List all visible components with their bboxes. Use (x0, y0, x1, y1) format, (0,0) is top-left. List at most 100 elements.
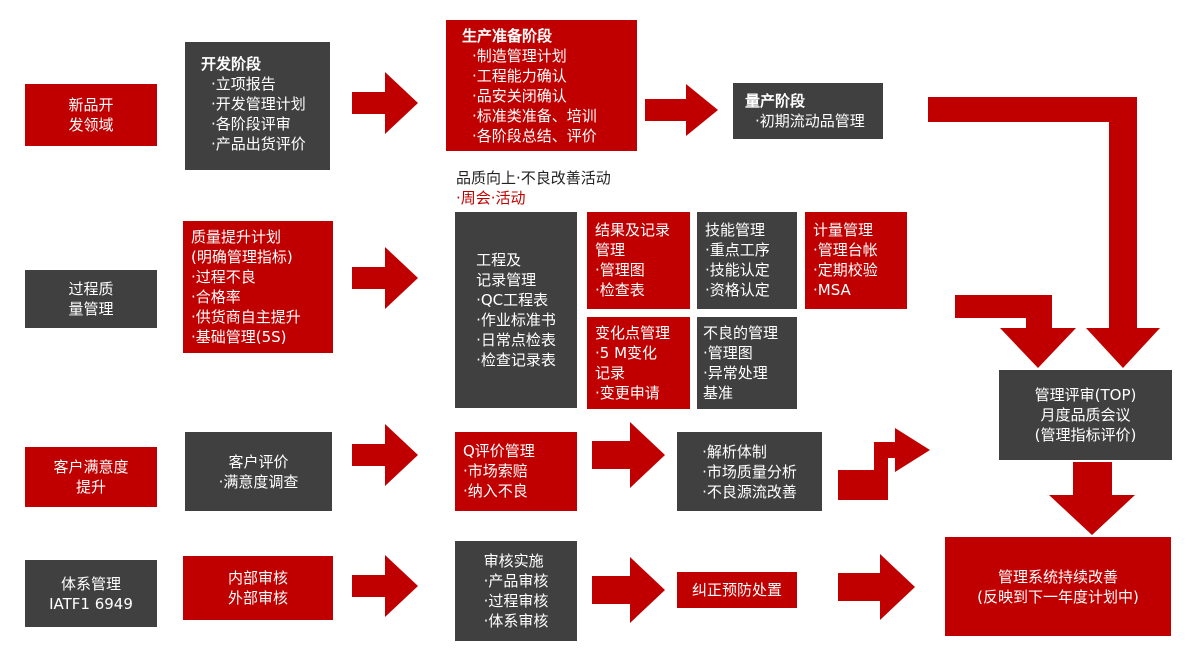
arrow-elbow-to-review (928, 97, 1160, 368)
text-line: ·日常点检表 (476, 331, 556, 349)
text-line: ·产品出货评价 (211, 135, 306, 153)
text-line: 审核实施 (483, 552, 544, 570)
arrow-plan-to-record (352, 247, 418, 309)
arrow-audit-to-impl (352, 555, 418, 617)
result-record-box: 结果及记录管理·管理图·检查表 (587, 212, 690, 309)
customer-eval-box: 客户评价·满意度调查 (185, 432, 332, 511)
text-line: ·管理图 (595, 261, 645, 279)
audit-box: 内部审核外部审核 (183, 556, 333, 620)
row-label-customer: 客户满意度提升 (25, 447, 157, 507)
audit-impl-box: 审核实施·产品审核·过程审核·体系审核 (455, 541, 577, 641)
text-line: 内部审核 (227, 569, 288, 587)
continuous-lines: 管理系统持续改善(反映到下一年度计划中) (977, 567, 1139, 607)
row-label-text: 新品开发领域 (68, 95, 113, 135)
text-line: ·市场索赔 (463, 462, 528, 480)
correction-text: 纠正预防处置 (691, 581, 782, 599)
result-record-lines: 结果及记录管理·管理图·检查表 (595, 220, 682, 300)
text-line: ·满意度调查 (218, 472, 299, 491)
change-point-lines: 变化点管理·5 M变化记录·变更申请 (595, 323, 682, 403)
arrow-cust-to-q (352, 424, 418, 486)
customer-eval-lines: 客户评价·满意度调查 (219, 452, 299, 492)
text-line: (明确管理指标) (191, 248, 293, 266)
text-line: 新品开 (68, 96, 114, 114)
analysis-box: ·解析体制·市场质量分析·不良源流改善 (677, 432, 822, 511)
text-line: ·基础管理(5S) (191, 328, 287, 346)
text-line: ·体系审核 (483, 612, 549, 630)
text-line: 记录 (595, 364, 626, 382)
text-line: ·作业标准书 (476, 311, 556, 329)
mass-stage-items: ·初期流动品管理 (745, 111, 875, 131)
text-line: 记录管理 (476, 271, 537, 289)
quality-note-title: 品质向上·不良改善活动 (456, 169, 611, 187)
text-line: 管理评审(TOP) (1034, 386, 1137, 404)
analysis-lines: ·解析体制·市场质量分析·不良源流改善 (702, 442, 797, 502)
dev-stage-title: 开发阶段 (201, 55, 262, 73)
arrow-prep-to-mass (645, 84, 718, 136)
q-eval-box: Q评价管理·市场索赔·纳入不良 (455, 432, 577, 511)
text-line: ·初期流动品管理 (755, 112, 865, 130)
text-line: ·过程不良 (191, 268, 256, 286)
quality-plan-lines: 质量提升计划 (明确管理指标) ·过程不良 ·合格率 ·供货商自主提升 ·基础管理(5S) (191, 227, 325, 347)
row-label-new-product: 新品开发领域 (25, 84, 157, 146)
text-line: ·重点工序 (705, 241, 770, 259)
arrow-correct-to-improve (838, 554, 915, 620)
text-line: ·解析体制 (702, 442, 767, 461)
defect-mgmt-box: 不良的管理·管理图·异常处理基准 (697, 317, 797, 409)
text-line: ·合格率 (191, 288, 241, 306)
text-line: 体系管理 (60, 574, 121, 593)
mgmt-review-box: 管理评审(TOP)月度品质会议(管理指标评价) (999, 370, 1172, 460)
continuous-improve-box: 管理系统持续改善(反映到下一年度计划中) (945, 537, 1171, 636)
measure-mgmt-lines: 计量管理·管理台帐·定期校验·MSA (813, 220, 899, 300)
text-line: 客户评价 (228, 452, 289, 471)
text-line: ·各阶段总结、评价 (472, 127, 597, 145)
correction-box: 纠正预防处置 (677, 572, 797, 608)
eng-record-lines: 工程及记录管理·QC工程表·作业标准书·日常点检表·检查记录表 (476, 250, 556, 370)
text-line: 管理 (595, 241, 626, 259)
mgmt-review-lines: 管理评审(TOP)月度品质会议(管理指标评价) (1035, 385, 1137, 445)
audit-lines: 内部审核外部审核 (228, 568, 288, 608)
text-line: 质量提升计划 (191, 228, 282, 246)
text-line: 不良的管理 (703, 324, 779, 342)
text-line: ·供货商自主提升 (191, 308, 301, 326)
row-label-text: 客户满意度提升 (53, 457, 128, 497)
text-line: 发领域 (68, 116, 114, 134)
quality-note-activity: ·周会·活动 (456, 189, 526, 207)
prep-stage-box: 生产准备阶段 ·制造管理计划·工程能力确认·品安关闭确认·标准类准备、培训·各阶… (446, 20, 637, 151)
text-line: ·检查记录表 (476, 351, 556, 369)
q-eval-lines: Q评价管理·市场索赔·纳入不良 (463, 441, 569, 501)
mass-stage-title: 量产阶段 (745, 92, 806, 110)
text-line: ·开发管理计划 (211, 95, 306, 113)
prep-stage-title: 生产准备阶段 (462, 27, 553, 45)
text-line: ·资格认定 (705, 281, 770, 299)
text-line: ·立项报告 (211, 75, 276, 93)
mass-stage-box: 量产阶段 ·初期流动品管理 (733, 83, 883, 139)
prep-stage-items: ·制造管理计划·工程能力确认·品安关闭确认·标准类准备、培训·各阶段总结、评价 (462, 46, 629, 146)
text-line: 外部审核 (227, 589, 288, 607)
text-line: ·管理台帐 (813, 241, 878, 259)
text-line: IATF1 6949 (49, 594, 133, 613)
audit-impl-lines: 审核实施·产品审核·过程审核·体系审核 (484, 551, 549, 631)
text-line: 计量管理 (813, 221, 874, 239)
text-line: (管理指标评价) (1034, 426, 1137, 444)
text-line: (反映到下一年度计划中) (977, 587, 1139, 606)
text-line: ·品安关闭确认 (472, 87, 567, 105)
row-label-process: 过程质量管理 (25, 270, 157, 328)
text-line: 量管理 (68, 300, 114, 318)
measure-mgmt-box: 计量管理·管理台帐·定期校验·MSA (805, 212, 907, 309)
text-line: ·工程能力确认 (472, 67, 567, 85)
text-line: 基准 (703, 384, 734, 402)
text-line: 过程质 (68, 280, 114, 298)
arrow-stair-to-review (838, 428, 930, 500)
skill-mgmt-box: 技能管理·重点工序·技能认定·资格认定 (697, 212, 797, 309)
defect-mgmt-lines: 不良的管理·管理图·异常处理基准 (703, 323, 789, 403)
text-line: 结果及记录 (595, 221, 671, 239)
text-line: ·市场质量分析 (702, 462, 797, 481)
text-line: ·定期校验 (813, 261, 878, 279)
text-line: ·纳入不良 (463, 482, 528, 500)
skill-mgmt-lines: 技能管理·重点工序·技能认定·资格认定 (705, 220, 789, 300)
text-line: ·产品审核 (483, 572, 549, 590)
text-line: ·5 M变化 (595, 344, 658, 362)
arrow-impl-to-correct (592, 557, 665, 623)
